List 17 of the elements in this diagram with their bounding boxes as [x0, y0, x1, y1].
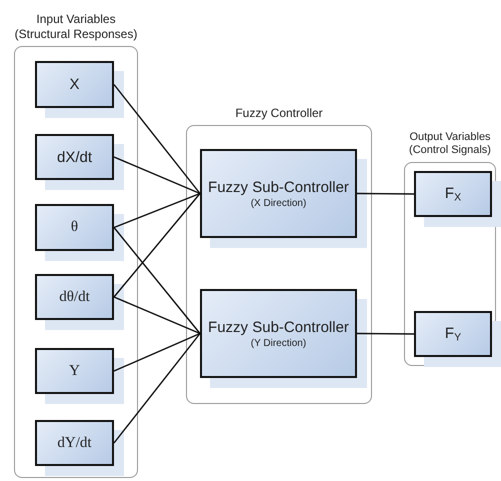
box-subtitle: (X Direction): [250, 198, 306, 208]
connector-line: [114, 332, 200, 372]
connector-line: [113, 84, 201, 194]
connector-line: [114, 156, 200, 194]
box-title: Fuzzy Sub-Controller: [208, 318, 349, 336]
connector-line: [113, 227, 201, 334]
group-heading: Input Variables (Structural Responses): [14, 12, 138, 42]
connector-line: [114, 192, 200, 228]
group-heading: Fuzzy Controller: [234, 106, 324, 121]
connector-line: [113, 193, 201, 298]
box-title: Fuzzy Sub-Controller: [208, 178, 349, 196]
connector-line: [114, 296, 200, 334]
box-subtitle: (Y Direction): [250, 338, 306, 348]
group-heading: Output Variables (Control Signals): [408, 130, 492, 158]
connector-line: [113, 333, 201, 444]
connector-line: [357, 192, 414, 195]
connector-line: [357, 332, 414, 335]
